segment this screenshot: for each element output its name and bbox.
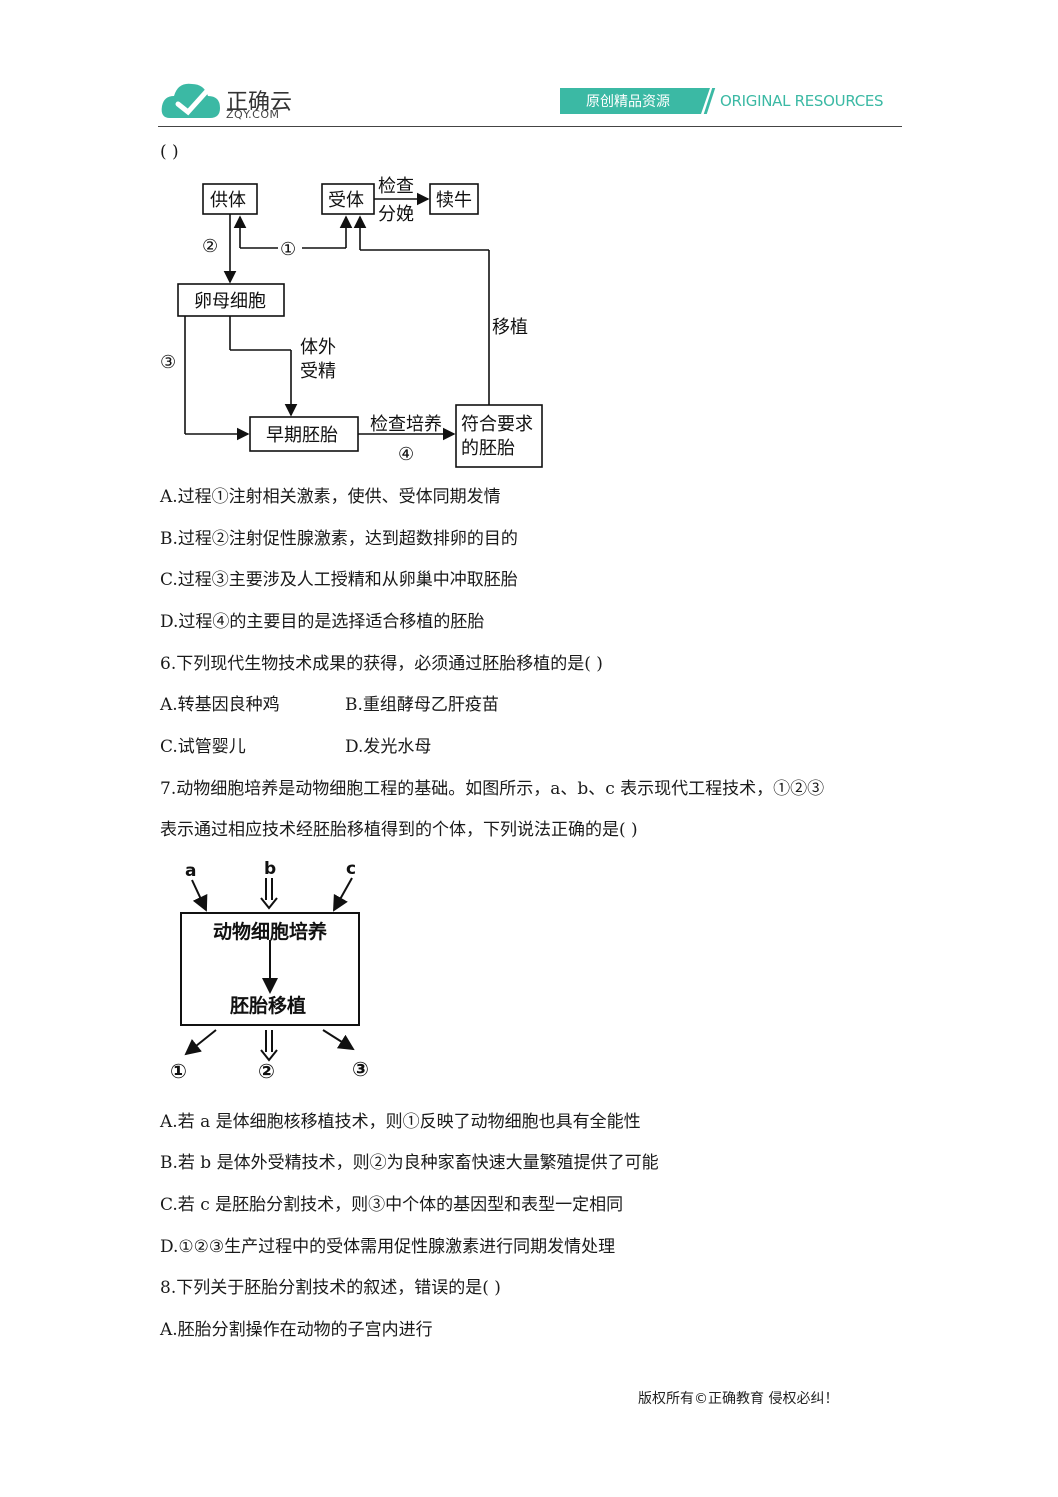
- recipient-label: 受体: [328, 190, 364, 211]
- oocyte-label: 卵母细胞: [194, 291, 266, 312]
- q6-option-d: D.发光水母: [345, 737, 432, 757]
- step1-label: ①: [280, 239, 296, 260]
- donor-label: 供体: [210, 190, 246, 211]
- q5-option-a: A.过程①注射相关激素，使供、受体同期发情: [160, 487, 501, 507]
- q7-stem-line1: 7.动物细胞培养是动物细胞工程的基础。如图所示，a、b、c 表示现代工程技术，①…: [160, 779, 825, 799]
- banner-bar: [560, 88, 710, 114]
- process-box: [180, 912, 360, 1026]
- logo-name: 正确云: [226, 90, 293, 115]
- step4-label: ④: [398, 444, 414, 465]
- q5-option-c: C.过程③主要涉及人工授精和从卵巢中冲取胚胎: [160, 570, 518, 590]
- q7-option-b: B.若 b 是体外受精技术，则②为良种家畜快速大量繁殖提供了可能: [160, 1153, 659, 1173]
- ivf-line2: 受精: [300, 361, 336, 382]
- q6-option-a: A.转基因良种鸡: [160, 695, 280, 715]
- delivery-label: 分娩: [378, 204, 414, 225]
- oocyte-box: [177, 283, 285, 317]
- banner-en: ORIGINAL RESOURCES: [720, 92, 884, 110]
- input-a-label: a: [185, 861, 196, 881]
- cell-culture-diagram: a b c 动物细胞培养 胚胎移植 ① ② ③: [170, 859, 369, 1083]
- check-label: 检查: [378, 176, 414, 197]
- q6-stem: 6.下列现代生物技术成果的获得，必须通过胚胎移植的是( ): [160, 654, 603, 674]
- q7-stem-line2: 表示通过相应技术经胚胎移植得到的个体，下列说法正确的是( ): [160, 820, 638, 840]
- output-3-label: ③: [352, 1057, 369, 1081]
- output-1-label: ①: [170, 1059, 187, 1083]
- input-c-label: c: [346, 859, 356, 879]
- copyright-footer: 版权所有©正确教育 侵权必纠！: [638, 1391, 839, 1407]
- ivf-line1: 体外: [300, 337, 336, 358]
- output-2-label: ②: [258, 1059, 275, 1083]
- q8-option-a: A.胚胎分割操作在动物的子宫内进行: [160, 1320, 433, 1340]
- q8-stem: 8.下列关于胚胎分割技术的叙述，错误的是( ): [160, 1278, 501, 1298]
- calf-label: 犊牛: [436, 190, 472, 211]
- early-embryo-label: 早期胚胎: [266, 425, 338, 446]
- q7-option-c: C.若 c 是胚胎分割技术，则③中个体的基因型和表型一定相同: [160, 1195, 624, 1215]
- q7-option-a: A.若 a 是体细胞核移植技术，则①反映了动物细胞也具有全能性: [160, 1112, 641, 1132]
- qualified-line1: 符合要求: [461, 414, 533, 435]
- logo-domain: ZQY.COM: [226, 108, 280, 121]
- step2-label: ②: [202, 236, 218, 257]
- qualified-embryo-box: [455, 404, 543, 468]
- q5-option-b: B.过程②注射促性腺激素，达到超数排卵的目的: [160, 529, 518, 549]
- header-rule: [158, 126, 902, 127]
- q5-option-d: D.过程④的主要目的是选择适合移植的胚胎: [160, 612, 485, 632]
- input-b-label: b: [264, 859, 276, 879]
- q6-option-c: C.试管婴儿: [160, 737, 246, 757]
- cloud-check-logo-icon: [161, 83, 220, 118]
- q6-option-b: B.重组酵母乙肝疫苗: [345, 695, 499, 715]
- embryo-transfer-label: 胚胎移植: [229, 994, 306, 1017]
- banner-label: 原创精品资源: [586, 94, 670, 110]
- transfer-label: 移植: [492, 317, 528, 338]
- step3-label: ③: [160, 352, 176, 373]
- embryo-transfer-diagram: 供体 受体 检查 分娩 犊牛 ② ① 卵母细胞 体外 受精 移植 ③ 早期胚胎 …: [160, 176, 543, 468]
- q5-tail: ( ): [160, 142, 179, 162]
- culture-label: 检查培养: [370, 414, 442, 435]
- cell-culture-label: 动物细胞培养: [213, 920, 327, 943]
- qualified-line2: 的胚胎: [461, 438, 515, 459]
- calf-box: [429, 183, 479, 215]
- q7-option-d: D.①②③生产过程中的受体需用促性腺激素进行同期发情处理: [160, 1237, 616, 1257]
